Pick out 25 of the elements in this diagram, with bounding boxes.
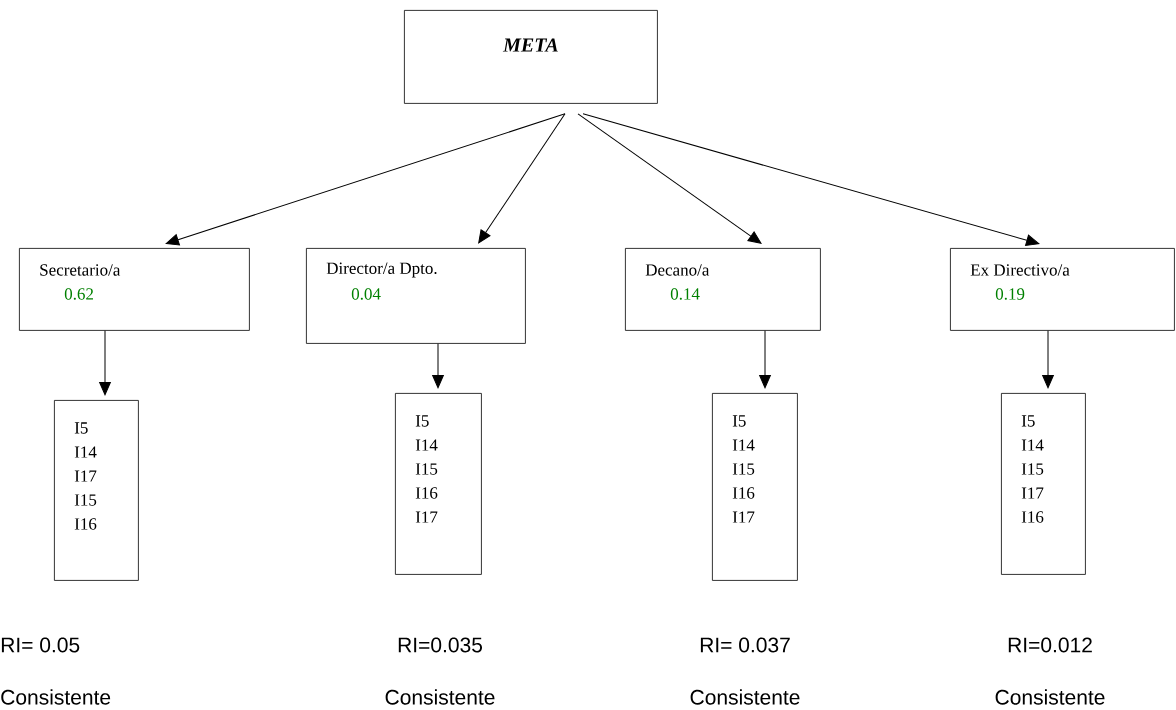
criterion-box: Ex Directivo/a 0.19 [950, 248, 1175, 331]
arrow [165, 113, 566, 246]
indicator-list-box: I5 I14 I15 I17 I16 [1001, 393, 1086, 575]
goal-box: META [404, 10, 658, 104]
indicator-list-box: I5 I14 I15 I16 I17 [395, 393, 482, 575]
ratio-label: RI= 0.037 [700, 637, 790, 653]
arrow [577, 113, 762, 244]
status-label: Consistente [690, 689, 800, 705]
ratio-label: RI=0.035 [398, 637, 482, 653]
criterion-box: Director/a Dpto. 0.04 [306, 248, 526, 344]
status-label: Consistente [1, 689, 111, 705]
status-label: Consistente [995, 689, 1105, 705]
indicator-list-box: I5 I14 I17 I15 I16 [54, 400, 139, 581]
criterion-box: Decano/a 0.14 [625, 248, 821, 331]
arrow [582, 113, 1040, 246]
arrow [432, 343, 444, 389]
indicator-list-box: I5 I14 I15 I16 I17 [712, 393, 798, 581]
arrow [759, 330, 771, 389]
status-label: Consistente [385, 689, 495, 705]
criterion-box: Secretario/a 0.62 [19, 248, 250, 331]
arrow [1042, 330, 1054, 389]
ratio-label: RI=0.012 [1008, 637, 1092, 653]
arrow [99, 330, 111, 396]
arrow [478, 113, 566, 244]
ratio-label: RI= 0.05 [1, 637, 80, 653]
